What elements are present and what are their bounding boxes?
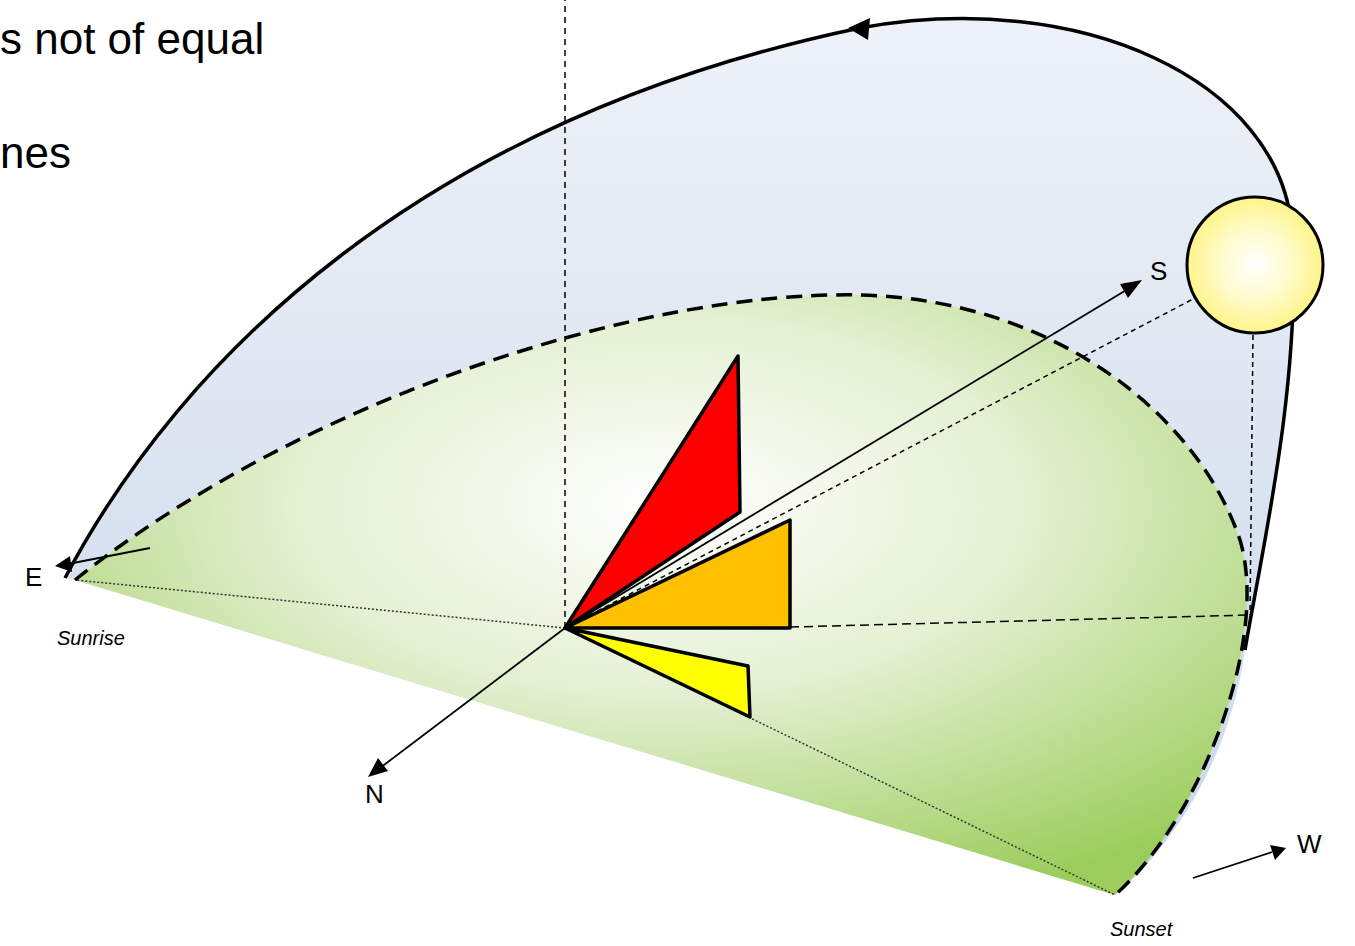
south-axis	[565, 289, 1128, 628]
azimuth-line	[790, 615, 1250, 627]
direction-label: W	[1297, 830, 1322, 860]
angle-triangle	[565, 628, 750, 717]
east-arrow	[68, 548, 150, 564]
direction-label: E	[25, 563, 42, 593]
direction-label: N	[365, 780, 384, 810]
event-label: Sunset	[1110, 918, 1172, 941]
west-arrow	[1193, 852, 1272, 878]
sunset-line	[565, 628, 1115, 895]
axis-arrowhead	[1270, 845, 1286, 860]
direction-label: S	[1150, 257, 1167, 287]
event-label: Sunrise	[57, 627, 125, 650]
zenith-line	[564, 0, 566, 628]
north-axis	[380, 628, 565, 768]
axis-arrowhead	[368, 758, 388, 777]
axis-arrowhead	[55, 556, 72, 572]
sun-drop-line	[1250, 335, 1253, 615]
horizon-curve	[75, 295, 1247, 895]
sun	[1187, 197, 1323, 333]
azimuth-triangle	[565, 520, 790, 628]
sunrise-line	[75, 580, 565, 628]
ground-plane	[75, 295, 1247, 895]
sun-ray	[565, 298, 1195, 628]
slide-text: nes	[0, 128, 71, 179]
sun-path	[65, 19, 1294, 650]
path-arrowhead	[848, 18, 870, 40]
slide-text: s not of equal	[0, 14, 264, 65]
axis-arrowhead	[1120, 280, 1142, 298]
sky-dome	[65, 19, 1294, 895]
